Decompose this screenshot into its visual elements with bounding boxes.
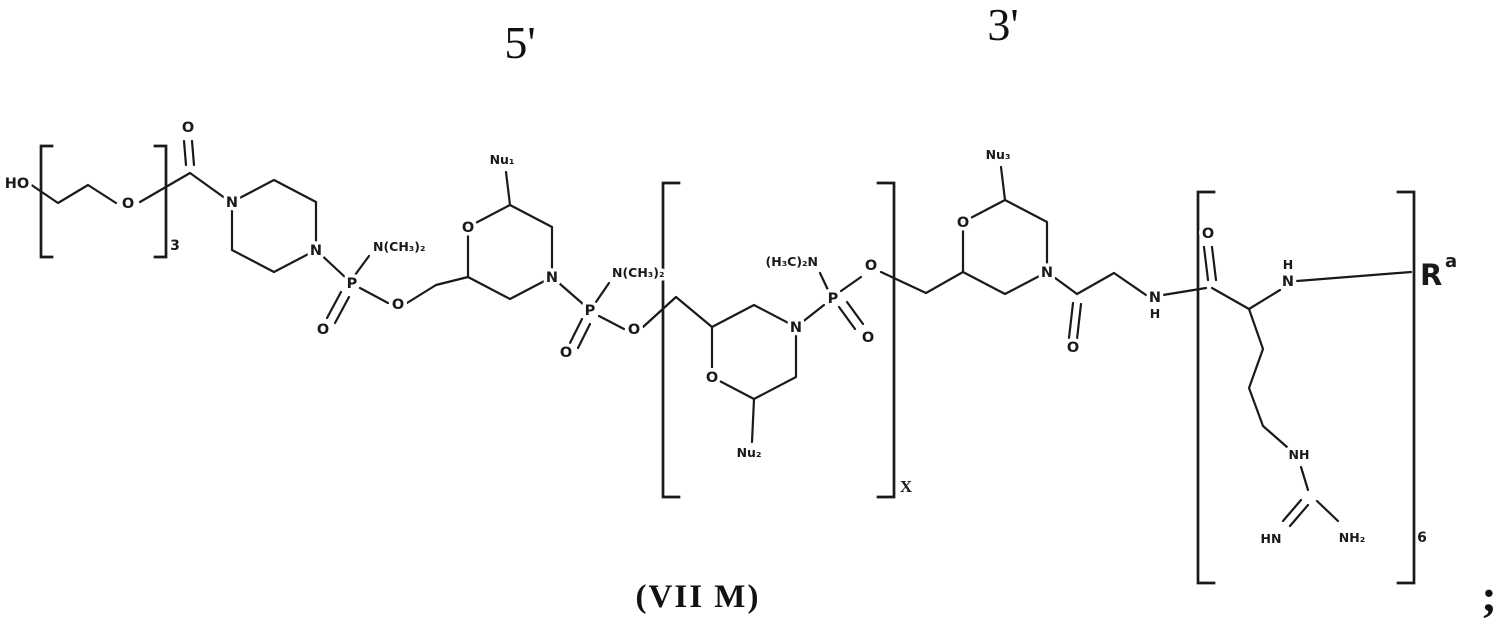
morpholino-repeat-oxygen-label: O [706, 370, 718, 386]
compound-label: (VII M) [636, 579, 761, 615]
peg-bracket-open [39, 144, 54, 259]
peptide-bracket-close [1396, 190, 1416, 585]
phosphorus-3-label: P [828, 291, 839, 307]
bridge-oxygen-1-label: O [392, 297, 404, 313]
bridge-oxygen-2-label: O [628, 322, 640, 338]
dimethylamino-2-label: N(CH₃)₂ [612, 265, 664, 280]
bridge-oxygen-3-label: O [865, 258, 877, 274]
piperazine-n2-label: N [310, 243, 322, 259]
morpholino-2-nitrogen-label: N [1041, 265, 1053, 281]
x-repeat-subscript: X [900, 477, 913, 496]
carbamate-oxygen-label: O [182, 120, 194, 136]
piperazine-n1-label: N [226, 195, 238, 211]
arginine-residue-bonds [1202, 245, 1413, 528]
x-repeat-bracket-open [661, 181, 681, 499]
morpholino-repeat-nitrogen-label: N [790, 320, 802, 336]
nucleobase-2-label: Nu₂ [737, 445, 762, 460]
r-group-label: R [1420, 258, 1442, 292]
glycine-oxo-label: O [1067, 340, 1079, 356]
amide-hydrogen-label: H [1150, 306, 1160, 321]
phosphorodiamidate-2-bonds [568, 281, 714, 350]
phosphate-2-oxo-label: O [560, 345, 572, 361]
peptide-carbonyl-oxo-label: O [1202, 226, 1214, 242]
phosphorodiamidate-3-bonds [818, 270, 965, 331]
nucleobase-1-label: Nu₁ [490, 152, 515, 167]
sidechain-nh-label: NH [1289, 447, 1310, 462]
alpha-amine-h-label: H [1283, 257, 1293, 272]
dimethylamino-1-label: N(CH₃)₂ [373, 239, 425, 254]
three-prime-label: 3' [987, 0, 1018, 50]
guanidine-hn-label: HN [1261, 531, 1282, 546]
morpholino-ring-repeat-bonds [710, 303, 826, 444]
morpholino-1-nitrogen-label: N [546, 270, 558, 286]
hydroxyl-label: HO [5, 176, 29, 192]
phosphate-1-oxo-label: O [317, 322, 329, 338]
nucleobase-3-label: Nu₃ [986, 147, 1011, 162]
amide-nitrogen-label: N [1149, 290, 1161, 306]
morpholino-ring-2-bonds [961, 165, 1079, 296]
alpha-amine-n-label: N [1282, 274, 1294, 290]
peg-repeat-subscript: 3 [170, 238, 180, 254]
peg-bracket-close [153, 144, 168, 259]
five-prime-label: 5' [504, 17, 535, 68]
morpholino-ring-1-bonds [466, 170, 585, 306]
guanidine-nh2-label: NH₂ [1339, 530, 1365, 545]
r-group-superscript: a [1445, 251, 1457, 272]
phosphate-3-oxo-label: O [862, 330, 874, 346]
terminator-semicolon: ; [1481, 570, 1496, 621]
glycine-linker-bonds [1067, 271, 1208, 341]
x-repeat-bracket-close [876, 181, 896, 499]
morpholino-2-oxygen-label: O [957, 215, 969, 231]
dimethylamino-3-label: (H₃C)₂N [766, 254, 818, 269]
morpholino-1-oxygen-label: O [462, 220, 474, 236]
phosphorodiamidate-1-bonds [325, 254, 470, 325]
piperazine-ring-bonds [230, 178, 348, 280]
arg-repeat-subscript: 6 [1417, 530, 1427, 546]
phosphorus-2-label: P [585, 303, 596, 319]
carbamate-bonds [182, 139, 231, 203]
peg-oxygen-label: O [122, 196, 134, 212]
peptide-bracket-open [1196, 190, 1216, 585]
phosphorus-1-label: P [347, 276, 358, 292]
